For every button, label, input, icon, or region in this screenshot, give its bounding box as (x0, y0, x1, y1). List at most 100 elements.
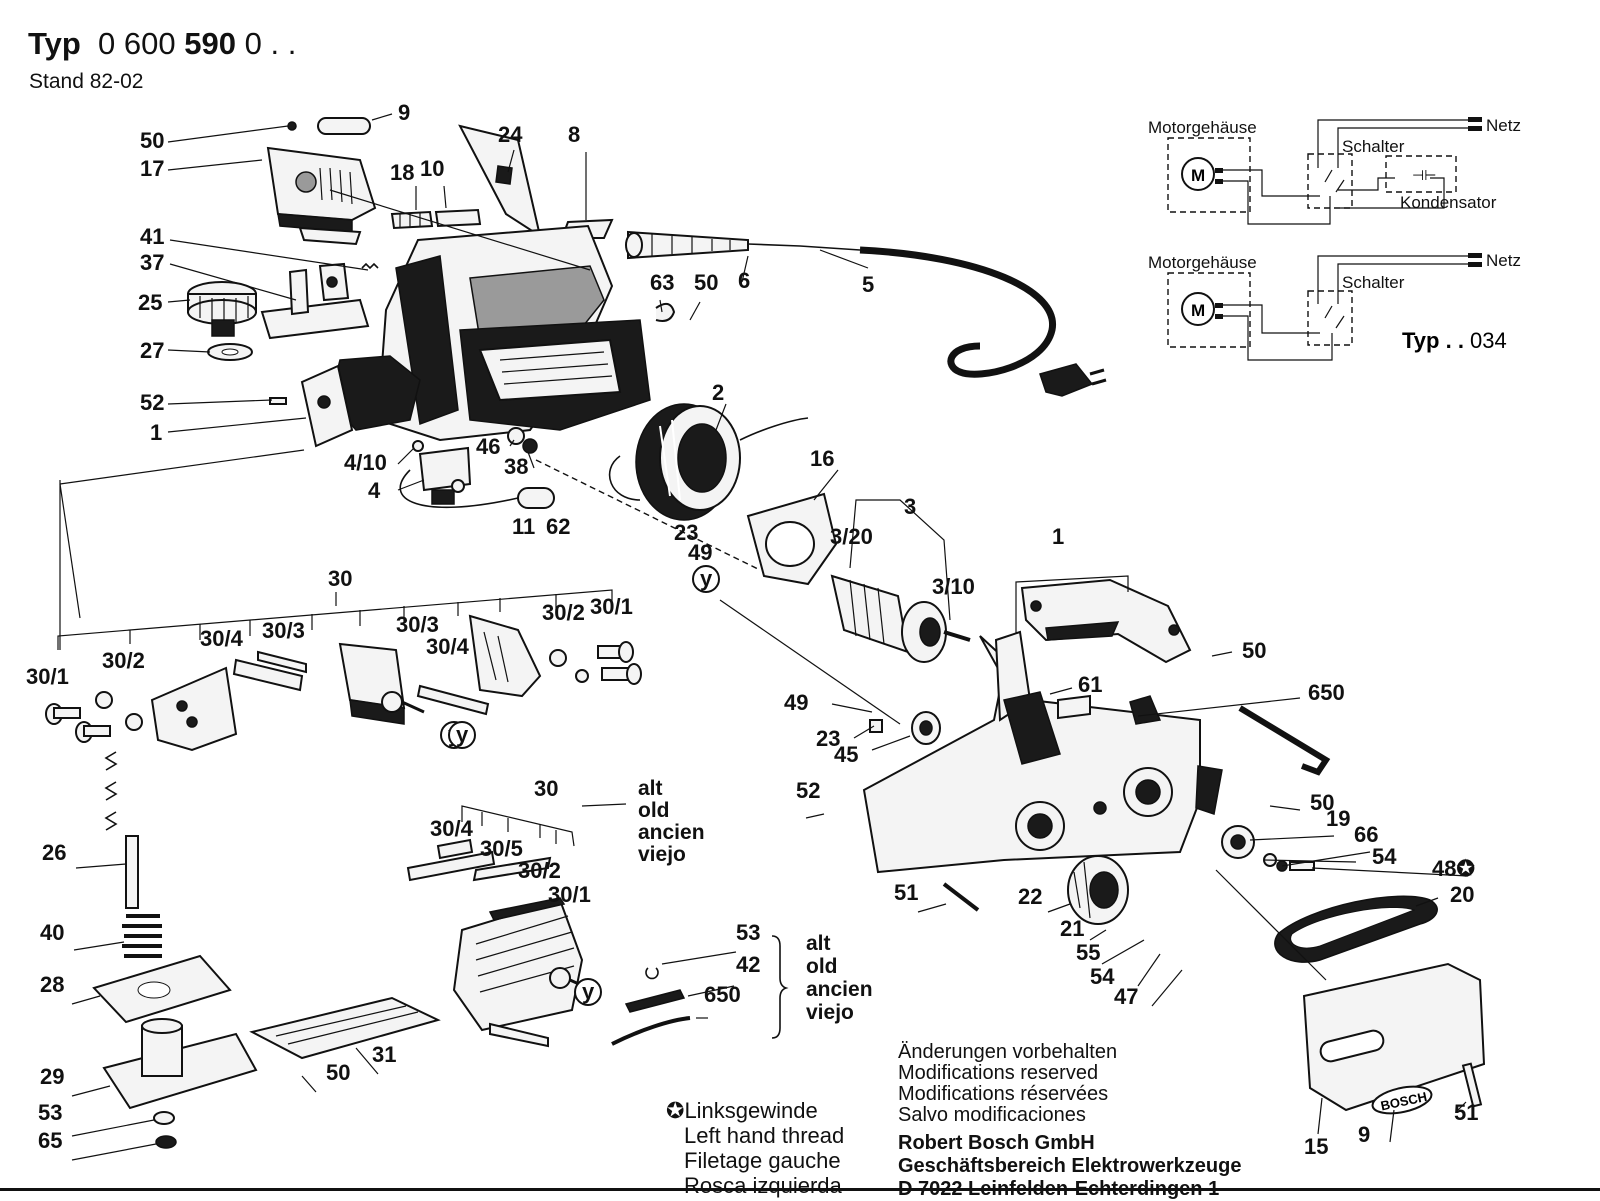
callout-65: 65 (38, 1128, 62, 1153)
callout-50: 50 (694, 270, 718, 295)
modifications-note: Änderungen vorbehalten Modifications res… (898, 1041, 1118, 1126)
fan-bracket-lines (849, 499, 951, 621)
callout-38: 38 (504, 454, 528, 479)
planer-base-housing (862, 630, 1223, 874)
callout-17: 17 (140, 156, 164, 181)
type-label: Typ (28, 26, 81, 61)
plate-28 (92, 954, 232, 1024)
label-61 (1057, 694, 1091, 720)
y-marker-circle (574, 978, 602, 1006)
callout-23: 23 (674, 520, 698, 545)
callout-15: 15 (1304, 1134, 1328, 1159)
callout-54: 54 (1372, 844, 1397, 869)
spindle-26 (104, 751, 139, 909)
cover-plate-9 (317, 117, 371, 135)
callout-30-2: 30/2 (542, 600, 585, 625)
callout-50: 50 (326, 1060, 350, 1085)
callout-47: 47 (1114, 984, 1138, 1009)
mains-label-2: Netz (1486, 251, 1521, 270)
callout-19: 19 (1326, 806, 1350, 831)
callout-16: 16 (810, 446, 834, 471)
callout-61: 61 (1078, 672, 1102, 697)
hex-key-650 (1238, 705, 1331, 776)
old-bracket-30 (461, 805, 575, 847)
callout-27: 27 (140, 338, 164, 363)
screw-51-left (942, 882, 980, 912)
switch-label: Schalter (1342, 137, 1405, 156)
spring-41 (361, 262, 379, 270)
bracket-30 (57, 589, 613, 650)
callout-3-20: 3/20 (830, 524, 873, 549)
callout-30-4: 30/4 (200, 626, 244, 651)
switch-4 (412, 440, 472, 505)
handle-1-right (1015, 575, 1192, 670)
screws-30-1-right (549, 641, 642, 685)
callout-30-4: 30/4 (426, 634, 470, 659)
cable-gland-6 (625, 230, 749, 260)
callout-40: 40 (40, 920, 64, 945)
callout-18: 18 (390, 160, 414, 185)
callout-6: 6 (738, 268, 750, 293)
motor-symbol: M (1191, 166, 1205, 185)
callout-42: 42 (736, 952, 760, 977)
switch-housing-cover (266, 146, 377, 246)
y-marker-circle (692, 565, 720, 593)
callout-1: 1 (150, 420, 162, 445)
old-parts-53-42-650 (611, 967, 691, 1046)
axis-dashed-line (329, 189, 901, 725)
switch-label-2: Schalter (1342, 273, 1405, 292)
callout-y: y (582, 979, 595, 1004)
nuts-53-65 (153, 1111, 177, 1149)
callout-49: 49 (688, 540, 712, 565)
washer-27 (207, 343, 253, 361)
old-blade-strips (406, 838, 552, 1048)
field-stator-2 (608, 403, 809, 521)
callout-30-2: 30/2 (102, 648, 145, 673)
callout-5: 5 (862, 272, 874, 297)
bearing-46-38 (507, 427, 538, 454)
callout-50: 50 (140, 128, 164, 153)
callout-8: 8 (568, 122, 580, 147)
clamp-30-4-right (468, 614, 542, 698)
leader-lines (59, 113, 1469, 1161)
callout-9: 9 (398, 100, 410, 125)
callout-50: 50 (1310, 790, 1334, 815)
shoe-31 (249, 996, 441, 1060)
depth-mechanism-37 (260, 262, 370, 340)
callout-31: 31 (372, 1042, 396, 1067)
callout-30-1: 30/1 (548, 882, 591, 907)
callout-y: y (456, 722, 469, 747)
callout-1: 1 (1052, 524, 1064, 549)
blade-30-3-center (416, 684, 490, 716)
callout-50: 50 (1242, 638, 1266, 663)
callout-66: 66 (1354, 822, 1378, 847)
callout-55: 55 (1076, 940, 1100, 965)
clamp-63 (655, 302, 676, 322)
callout-30-2: 30/2 (518, 858, 561, 883)
callout-22: 22 (1018, 884, 1042, 909)
callout-23: 23 (816, 726, 840, 751)
mains-label: Netz (1486, 116, 1521, 135)
callout-4: 4 (368, 478, 381, 503)
power-cord-5 (747, 243, 1107, 397)
callout-30-3: 30/3 (262, 618, 305, 643)
belt-cover-15: BOSCH (1302, 962, 1486, 1115)
callout-48-: 48✪ (1432, 856, 1475, 881)
depth-knob-25 (187, 281, 257, 337)
callout-37: 37 (140, 250, 164, 275)
carbon-brushes (390, 208, 482, 230)
housing-label-2: Motorgehäuse (1148, 253, 1257, 272)
callout-51: 51 (894, 880, 918, 905)
callout-54: 54 (1090, 964, 1115, 989)
blade-drum-left (150, 666, 238, 752)
capacitor-11 (399, 469, 555, 509)
callout-30-1: 30/1 (590, 594, 633, 619)
housing-label: Motorgehäuse (1148, 118, 1257, 137)
type-number-main: 590 (184, 26, 236, 61)
callout-11: 11 (512, 514, 535, 539)
screw-50-top (287, 121, 297, 131)
callout-21: 21 (1060, 916, 1084, 941)
callout-3-10: 3/10 (932, 574, 975, 599)
